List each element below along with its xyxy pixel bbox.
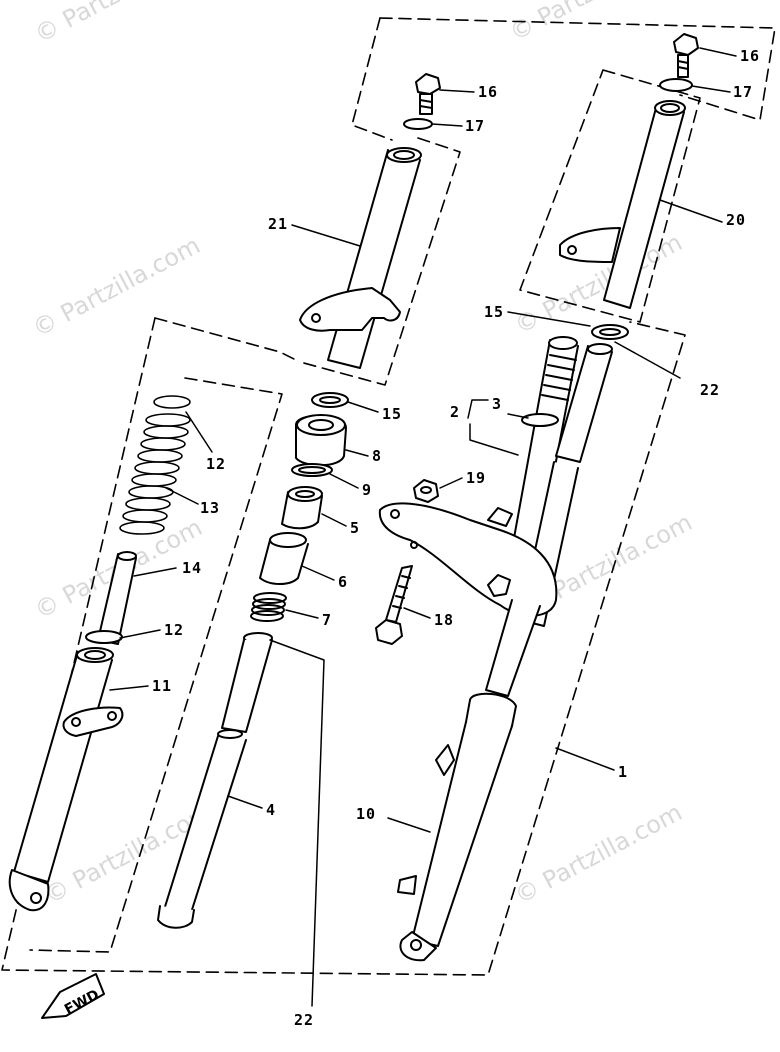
- inner-tube-4: [157, 632, 273, 929]
- callout-22: 22: [294, 1011, 315, 1029]
- spring-13: [119, 395, 191, 535]
- callout-11: 11: [152, 677, 173, 695]
- callout-12: 12: [206, 455, 227, 473]
- callout-18: 18: [434, 611, 455, 629]
- nut-19: [413, 479, 439, 503]
- callout-3: 3: [492, 395, 503, 413]
- callout-10: 10: [356, 805, 377, 823]
- callout-5: 5: [350, 519, 361, 537]
- dust-seal-8: [295, 414, 347, 467]
- callout-7: 7: [322, 611, 333, 629]
- oil-seal-5: [281, 486, 323, 530]
- collar-14: [97, 551, 137, 645]
- callout-16: 16: [740, 47, 761, 65]
- outer-tube-10: [397, 599, 541, 962]
- callout-13: 13: [200, 499, 221, 517]
- washer-17-upper-right: [659, 78, 693, 92]
- callout-16: 16: [478, 83, 499, 101]
- bolt-16-upper-middle: [415, 73, 441, 115]
- fork-tube-21: [299, 147, 422, 369]
- under-bracket: [378, 502, 558, 617]
- callout-9: 9: [362, 481, 373, 499]
- callout-4: 4: [266, 801, 277, 819]
- callout-15: 15: [484, 303, 505, 321]
- leader-lines: [109, 47, 737, 1007]
- bushing-6: [259, 532, 309, 585]
- bolt-16-upper-right: [673, 33, 699, 78]
- callout-19: 19: [466, 469, 487, 487]
- outer-tube-11: [8, 647, 124, 912]
- callout-14: 14: [182, 559, 203, 577]
- callout-12: 12: [164, 621, 185, 639]
- callout-20: 20: [726, 211, 747, 229]
- callout-8: 8: [372, 447, 383, 465]
- washer-15-center: [311, 392, 349, 408]
- callout-21: 21: [268, 215, 289, 233]
- bolt-18: [375, 565, 413, 645]
- washer-15-right: [591, 324, 629, 340]
- fwd-arrow: [41, 973, 105, 1019]
- callout-2: 2: [450, 403, 461, 421]
- callout-22: 22: [700, 381, 721, 399]
- washer-12-lower: [85, 630, 123, 644]
- washer-17-upper-middle: [403, 118, 433, 130]
- fork-tube-20: [559, 100, 686, 309]
- callout-17: 17: [733, 83, 754, 101]
- callout-1: 1: [618, 763, 629, 781]
- callout-17: 17: [465, 117, 486, 135]
- callout-6: 6: [338, 573, 349, 591]
- spring-7: [250, 592, 287, 622]
- callout-15: 15: [382, 405, 403, 423]
